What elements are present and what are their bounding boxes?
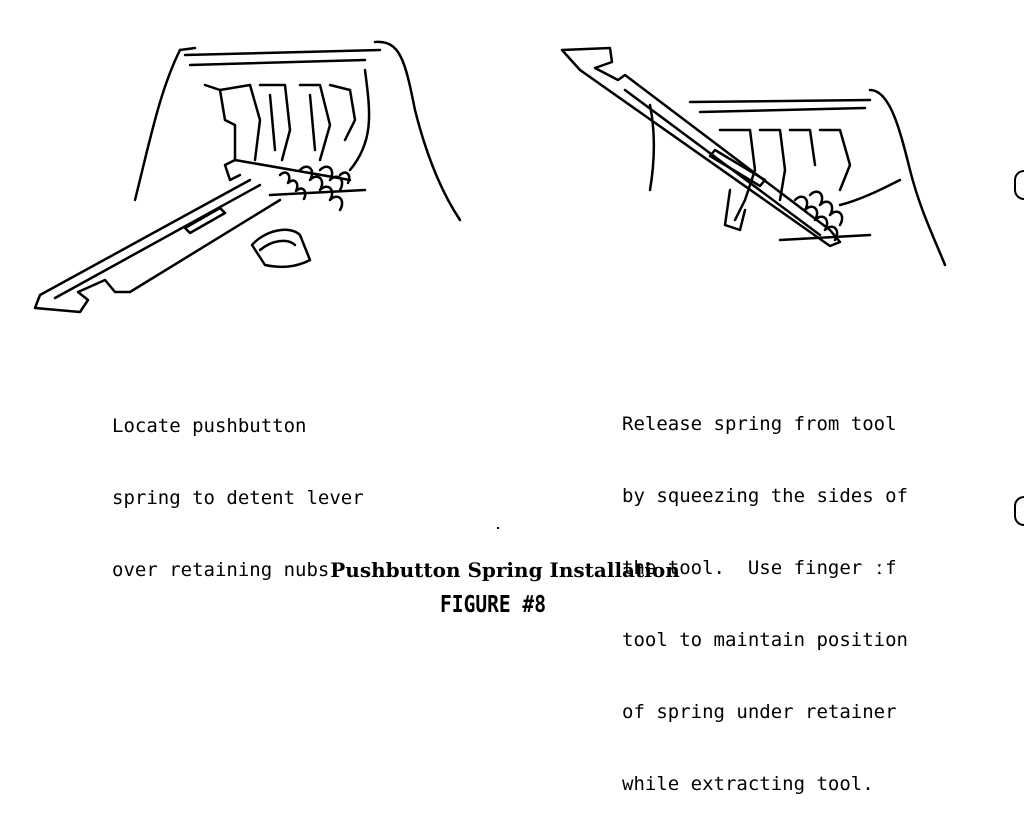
- caption-line: Locate pushbutton: [112, 415, 307, 437]
- caption-line: Release spring from tool: [622, 413, 897, 435]
- caption-locate-spring: Locate pushbutton spring to detent lever…: [112, 366, 364, 606]
- illustration-spring-release: [560, 46, 947, 267]
- page-edge-mark: [1014, 496, 1024, 526]
- caption-line: while extracting tool.: [622, 773, 874, 795]
- caption-line: over retaining nubs: [112, 559, 330, 581]
- caption-line: the tool. Use finger ːf: [622, 557, 897, 579]
- illustration-spring-locate: [33, 40, 462, 314]
- page-edge-mark: [1014, 170, 1024, 200]
- caption-line: of spring under retainer: [622, 701, 897, 723]
- caption-line: tool to maintain position: [622, 629, 908, 651]
- caption-line: by squeezing the sides of: [622, 485, 908, 507]
- figure-title: Pushbutton Spring Installation: [330, 558, 680, 582]
- figure-number: FIGURE #8: [440, 592, 546, 618]
- caption-line: spring to detent lever: [112, 487, 364, 509]
- scan-speck: [497, 527, 499, 529]
